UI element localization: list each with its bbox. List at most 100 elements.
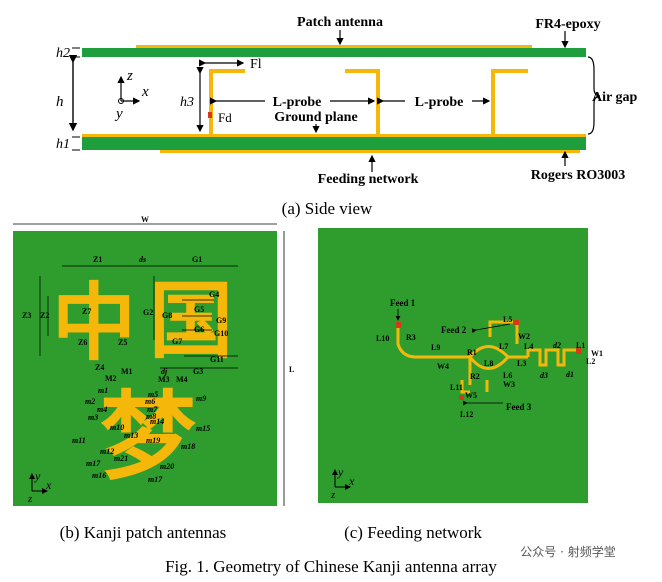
svg-text:m19: m19 xyxy=(146,436,160,445)
svg-text:d3: d3 xyxy=(540,371,548,380)
svg-text:L8: L8 xyxy=(484,359,493,368)
feed-2-label: Feed 2 xyxy=(441,325,467,335)
svg-text:L2: L2 xyxy=(586,357,595,366)
air-gap-label: Air gap xyxy=(592,90,637,105)
svg-text:m12: m12 xyxy=(100,447,114,456)
feeding-network-label: Feeding network xyxy=(318,172,419,187)
ground-plane-metal xyxy=(82,134,586,137)
h3-label: h3 xyxy=(180,95,194,110)
fd-feed-point xyxy=(208,112,212,118)
feeding-network-metal xyxy=(160,150,580,153)
feed-port-1 xyxy=(396,322,401,328)
svg-text:m16: m16 xyxy=(92,471,106,480)
l-probe-label-1: L-probe xyxy=(273,95,322,110)
l-probe-3 xyxy=(491,69,528,134)
svg-text:G10: G10 xyxy=(214,329,228,338)
svg-text:L1: L1 xyxy=(576,341,585,350)
h2-label: h2 xyxy=(56,46,70,61)
svg-text:L5: L5 xyxy=(503,315,512,324)
kanji-guo: 国 xyxy=(149,272,233,370)
svg-text:M3: M3 xyxy=(158,375,170,384)
svg-text:G2: G2 xyxy=(143,308,153,317)
side-view-panel: Patch antenna FR4-epoxy h2 h h1 z x y h3… xyxy=(56,15,637,218)
feeding-caption: (c) Feeding network xyxy=(344,523,482,542)
svg-text:G4: G4 xyxy=(209,290,219,299)
watermark-label: 公众号 · 射频学堂 xyxy=(520,544,615,559)
svg-text:W2: W2 xyxy=(518,332,530,341)
svg-text:L3: L3 xyxy=(517,359,526,368)
svg-text:W3: W3 xyxy=(503,380,515,389)
svg-text:G11: G11 xyxy=(210,355,224,364)
svg-text:d1: d1 xyxy=(566,370,574,379)
kanji-board xyxy=(13,231,277,506)
axis-icon-b: y x z xyxy=(27,469,52,505)
svg-text:m10: m10 xyxy=(110,423,124,432)
svg-text:m21: m21 xyxy=(114,454,128,463)
patch-antenna-label: Patch antenna xyxy=(297,15,383,30)
svg-text:Z2: Z2 xyxy=(40,311,49,320)
svg-text:z: z xyxy=(27,493,33,505)
l-label: L xyxy=(289,365,294,374)
svg-text:Z6: Z6 xyxy=(78,338,87,347)
svg-text:L11: L11 xyxy=(450,383,463,392)
svg-text:G7: G7 xyxy=(172,337,182,346)
svg-text:m4: m4 xyxy=(97,405,107,414)
svg-text:m7: m7 xyxy=(147,405,158,414)
svg-text:m3: m3 xyxy=(88,413,98,422)
w-label: W xyxy=(141,215,149,224)
svg-text:M1: M1 xyxy=(121,367,133,376)
svg-text:m1: m1 xyxy=(98,386,108,395)
fl-label: Fl xyxy=(250,57,262,72)
svg-text:W4: W4 xyxy=(437,362,449,371)
svg-text:L9: L9 xyxy=(431,343,440,352)
h1-label: h1 xyxy=(56,137,70,152)
svg-text:z: z xyxy=(126,68,133,84)
feed-port-w1 xyxy=(576,347,581,354)
kanji-zhong: 中 xyxy=(52,274,136,372)
svg-text:m18: m18 xyxy=(181,442,195,451)
svg-text:G3: G3 xyxy=(193,367,203,376)
svg-text:Z1: Z1 xyxy=(93,255,102,264)
svg-text:W5: W5 xyxy=(465,391,477,400)
svg-text:G8: G8 xyxy=(162,311,172,320)
feeding-labels: L10 R3 L9 W4 R1 R2 L5 W2 L7 L8 L4 L3 d2 … xyxy=(376,315,603,419)
feeding-panel: Feed 1 Feed 2 Feed 3 L10 R3 L9 W4 R1 R2 … xyxy=(318,228,603,542)
svg-text:m5: m5 xyxy=(148,390,158,399)
feed-port-2 xyxy=(513,320,519,325)
svg-text:ds: ds xyxy=(139,255,146,264)
svg-text:m15: m15 xyxy=(196,424,210,433)
svg-text:d2: d2 xyxy=(553,341,561,350)
patch-metal xyxy=(136,45,532,48)
svg-text:y: y xyxy=(337,465,344,479)
svg-text:m11: m11 xyxy=(72,436,86,445)
svg-text:Z7: Z7 xyxy=(82,307,91,316)
svg-text:M4: M4 xyxy=(176,375,188,384)
figure-caption: Fig. 1. Geometry of Chinese Kanji antenn… xyxy=(165,557,497,576)
svg-text:y: y xyxy=(114,106,123,122)
svg-text:x: x xyxy=(45,478,52,492)
svg-text:dj: dj xyxy=(161,367,168,376)
svg-text:L6: L6 xyxy=(503,371,512,380)
ground-plane-label: Ground plane xyxy=(274,110,357,125)
m17-bottom-label: m17 xyxy=(148,475,163,484)
svg-text:m2: m2 xyxy=(85,397,95,406)
svg-text:L10: L10 xyxy=(376,334,389,343)
fr4-label: FR4-epoxy xyxy=(535,17,600,32)
svg-text:x: x xyxy=(348,474,355,488)
svg-text:L7: L7 xyxy=(499,342,508,351)
axis-icon-c: y x z xyxy=(330,465,355,501)
microstrip-traces xyxy=(396,320,578,394)
kanji-caption: (b) Kanji patch antennas xyxy=(60,523,227,542)
svg-text:m13: m13 xyxy=(124,431,138,440)
svg-text:M2: M2 xyxy=(105,374,117,383)
svg-text:m8: m8 xyxy=(146,412,156,421)
svg-text:R1: R1 xyxy=(467,348,477,357)
svg-text:G9: G9 xyxy=(216,316,226,325)
svg-text:m14: m14 xyxy=(150,417,164,426)
fr4-substrate xyxy=(82,48,586,57)
svg-text:G6: G6 xyxy=(194,325,204,334)
kanji-labels: Z1 ds G1 Z3 Z2 Z7 Z6 Z5 Z4 G4 G2 G5 G8 G… xyxy=(22,255,228,480)
side-view-caption: (a) Side view xyxy=(282,199,373,218)
svg-text:Z4: Z4 xyxy=(95,363,104,372)
svg-text:G5: G5 xyxy=(194,305,204,314)
